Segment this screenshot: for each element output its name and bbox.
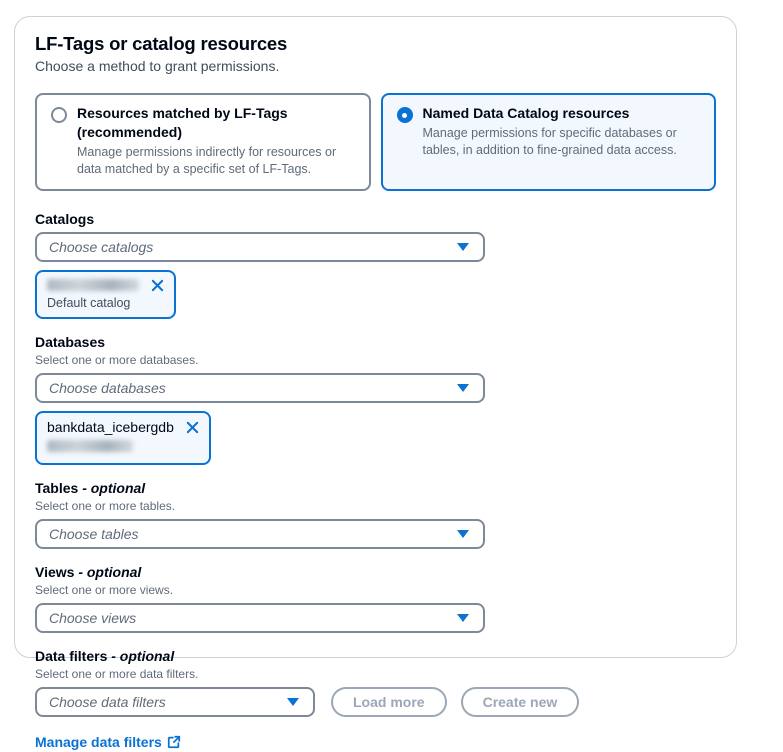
grant-method-radio-group: Resources matched by LF-Tags (recommende…	[35, 93, 716, 191]
catalogs-field: Catalogs Choose catalogs Default catalog	[35, 211, 716, 319]
load-more-button[interactable]: Load more	[331, 687, 447, 717]
chevron-down-icon	[457, 530, 469, 538]
radio-card-named-resources[interactable]: Named Data Catalog resources Manage perm…	[380, 93, 716, 191]
chevron-down-icon	[457, 243, 469, 251]
manage-data-filters-link[interactable]: Manage data filters	[35, 734, 181, 750]
data-filters-select[interactable]: Choose data filters	[35, 687, 315, 717]
redacted-database-id	[47, 440, 133, 452]
catalog-token-subtitle: Default catalog	[47, 296, 131, 310]
catalogs-label: Catalogs	[35, 211, 95, 227]
database-token-title: bankdata_icebergdb	[47, 419, 174, 435]
lf-tags-or-catalog-resources-panel: LF-Tags or catalog resources Choose a me…	[14, 16, 737, 750]
tables-helper: Select one or more tables.	[35, 499, 176, 513]
radio-card-named-resources-label: Named Data Catalog resources	[422, 105, 630, 121]
create-new-button[interactable]: Create new	[460, 687, 580, 717]
tables-label: Tables - optional	[35, 480, 146, 496]
radio-card-named-resources-description: Manage permissions for specific database…	[422, 126, 677, 157]
catalogs-select-placeholder: Choose catalogs	[49, 239, 154, 255]
chevron-down-icon	[457, 614, 469, 622]
views-select[interactable]: Choose views	[35, 603, 485, 633]
databases-field: Databases Select one or more databases. …	[35, 334, 716, 465]
tables-field: Tables - optional Select one or more tab…	[35, 480, 716, 549]
data-filters-optional-suffix: - optional	[111, 648, 175, 664]
data-filters-label: Data filters - optional	[35, 648, 175, 664]
close-icon	[151, 279, 164, 291]
page-title: LF-Tags or catalog resources	[35, 33, 288, 54]
remove-database-token-button[interactable]	[186, 421, 199, 434]
radio-unselected-icon[interactable]	[51, 107, 67, 123]
radio-card-lf-tags-description: Manage permissions indirectly for resour…	[77, 145, 337, 176]
radio-card-lf-tags[interactable]: Resources matched by LF-Tags (recommende…	[35, 93, 371, 191]
databases-select-placeholder: Choose databases	[49, 380, 166, 396]
views-helper: Select one or more views.	[35, 583, 174, 597]
page-subtitle: Choose a method to grant permissions.	[35, 58, 280, 74]
radio-card-lf-tags-label: Resources matched by LF-Tags (recommende…	[77, 105, 288, 140]
database-token: bankdata_icebergdb	[35, 411, 211, 465]
data-filters-helper: Select one or more data filters.	[35, 667, 199, 681]
tables-select-placeholder: Choose tables	[49, 526, 139, 542]
databases-select[interactable]: Choose databases	[35, 373, 485, 403]
catalog-token: Default catalog	[35, 270, 176, 319]
catalogs-select[interactable]: Choose catalogs	[35, 232, 485, 262]
external-link-icon	[167, 735, 180, 749]
views-optional-suffix: - optional	[78, 564, 142, 580]
remove-catalog-token-button[interactable]	[151, 279, 164, 292]
tables-select[interactable]: Choose tables	[35, 519, 485, 549]
views-field: Views - optional Select one or more view…	[35, 564, 716, 633]
databases-label: Databases	[35, 334, 106, 350]
chevron-down-icon	[457, 384, 469, 392]
tables-optional-suffix: - optional	[82, 480, 146, 496]
redacted-catalog-id	[47, 279, 139, 291]
databases-helper: Select one or more databases.	[35, 353, 199, 367]
chevron-down-icon	[287, 698, 299, 706]
views-select-placeholder: Choose views	[49, 610, 137, 626]
radio-selected-icon[interactable]	[396, 107, 413, 123]
views-label: Views - optional	[35, 564, 142, 580]
close-icon	[186, 421, 199, 433]
data-filters-select-placeholder: Choose data filters	[49, 694, 166, 710]
data-filters-field: Data filters - optional Select one or mo…	[35, 648, 716, 752]
